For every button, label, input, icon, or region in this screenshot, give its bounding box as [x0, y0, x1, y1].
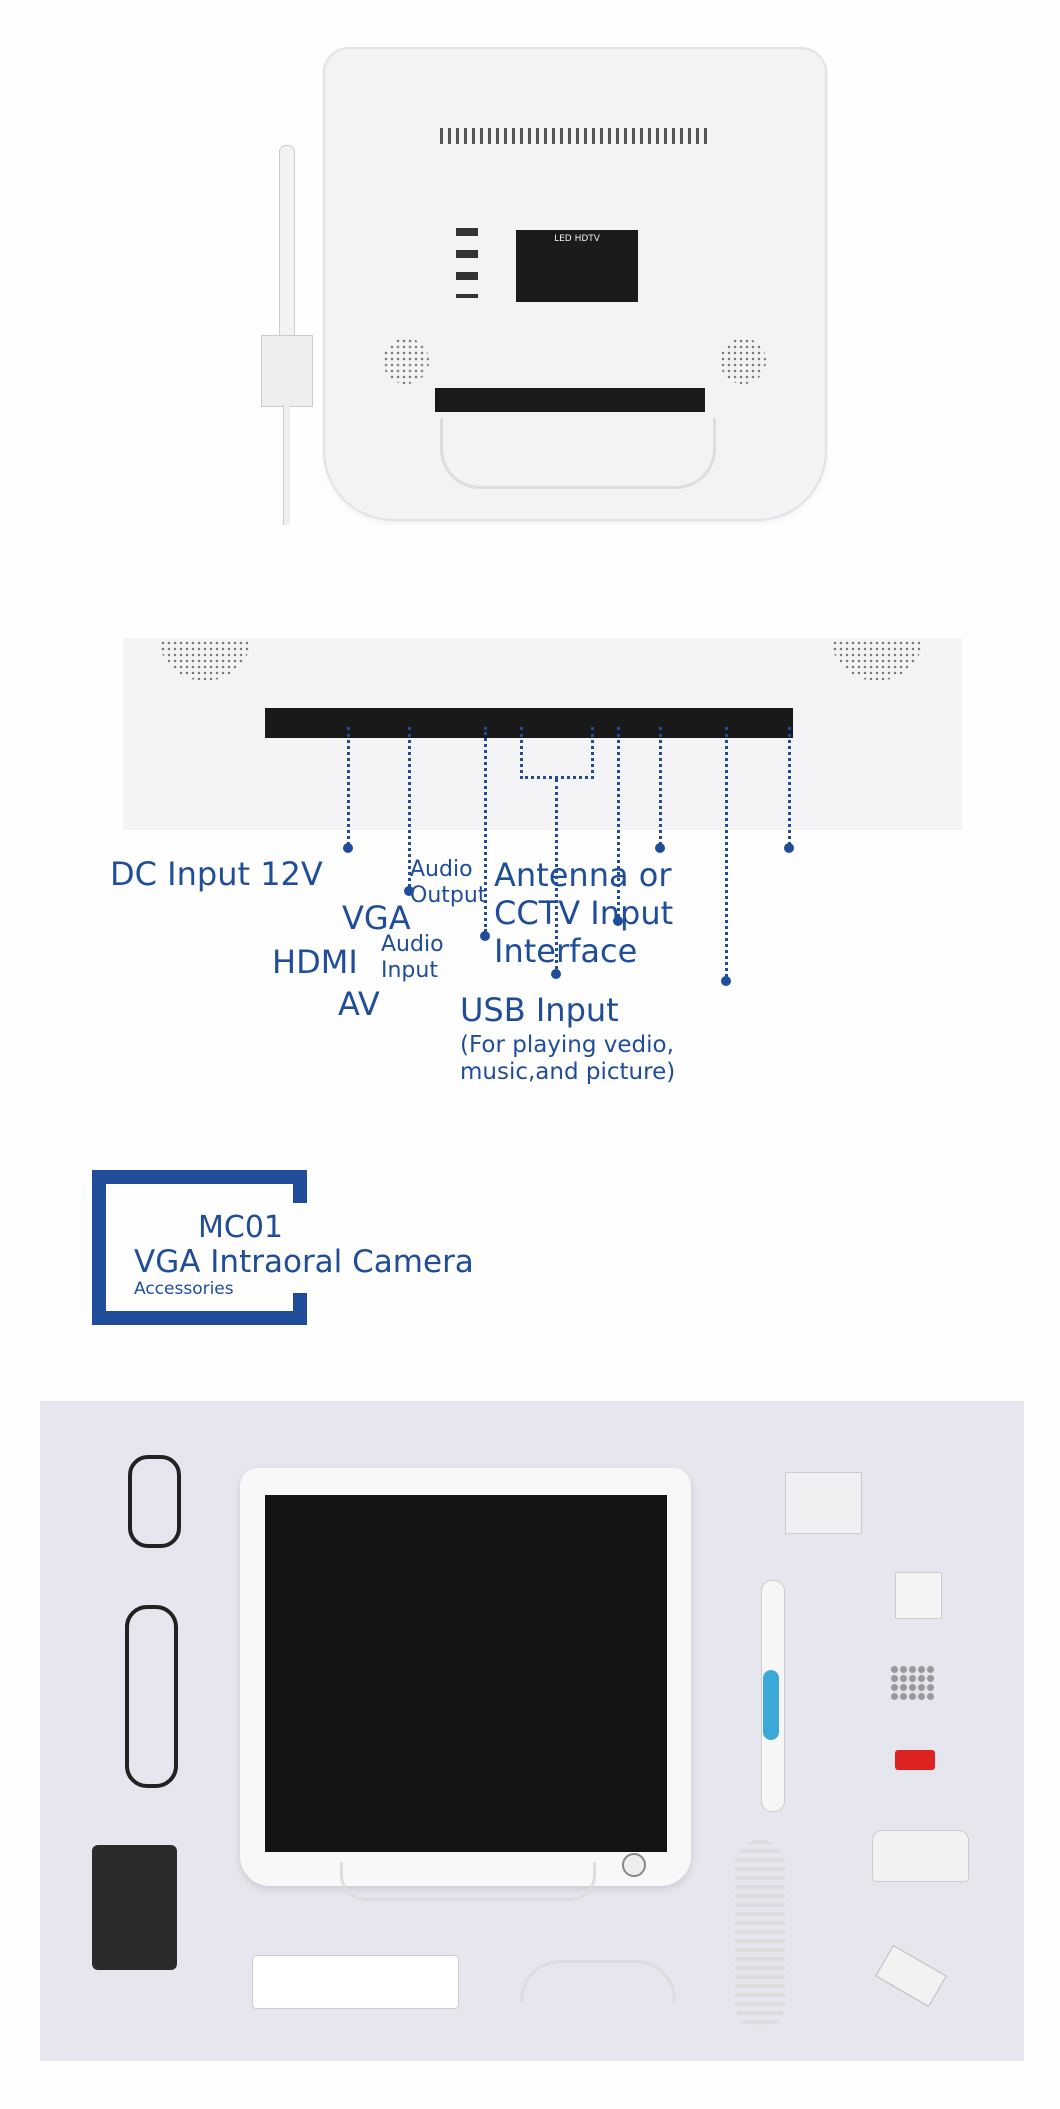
vga-leader — [408, 727, 411, 887]
antenna-leader — [788, 727, 791, 845]
audio-input-dot — [613, 916, 623, 926]
audio-output-dot — [655, 843, 665, 853]
label-line: CCTV Input — [494, 894, 674, 932]
label-line: Antenna or — [494, 856, 672, 894]
dc-dot — [343, 843, 353, 853]
product-subtitle: Accessories — [134, 1279, 234, 1299]
hdmi-leader — [484, 727, 487, 932]
protective-sleeves — [785, 1472, 862, 1534]
label-line: Interface — [494, 932, 638, 970]
model-name: MC01 — [198, 1210, 284, 1245]
audio-input-leader — [617, 727, 620, 917]
camera-holder — [872, 1830, 969, 1882]
power-cord — [128, 1455, 181, 1548]
monitor-handle — [340, 1862, 596, 1901]
vent-grille — [440, 128, 710, 144]
remote-control — [252, 1955, 459, 2009]
dc-leader — [347, 727, 350, 845]
label-hdmi: HDMI — [272, 943, 358, 981]
heading-frame-gap — [290, 1203, 310, 1293]
label-line: (For playing vedio, — [460, 1032, 674, 1058]
antenna-dot — [784, 843, 794, 853]
usb-ports — [456, 228, 478, 298]
intraoral-camera-mounted — [261, 145, 313, 525]
label-line: Output — [410, 882, 487, 908]
label-dc-input: DC Input 12V — [110, 855, 323, 893]
mounting-bracket — [895, 1572, 942, 1619]
monitor-handle — [440, 418, 716, 489]
power-adapter — [92, 1845, 177, 1970]
usb-drive — [895, 1750, 935, 1770]
label-usb-input: USB Input — [460, 991, 619, 1029]
rating-label: LED HDTV — [516, 230, 638, 302]
port-strip — [265, 708, 793, 738]
sticker-title: LED HDTV — [554, 234, 600, 244]
speaker-left — [383, 338, 429, 384]
label-line: Audio — [381, 932, 444, 957]
label-line: Input — [381, 957, 438, 983]
label-line: Audio — [410, 857, 473, 882]
camera-buttons — [763, 1670, 779, 1740]
usb-dot — [721, 976, 731, 986]
av-dot — [551, 969, 561, 979]
audio-output-leader — [659, 727, 662, 845]
coiled-cable — [735, 1840, 785, 2030]
label-av: AV — [338, 985, 380, 1023]
monitor-screen — [265, 1495, 667, 1852]
av-bracket — [520, 727, 594, 779]
usb-leader — [725, 727, 728, 977]
product-title: VGA Intraoral Camera — [134, 1244, 474, 1280]
label-line: music,and picture) — [460, 1059, 676, 1086]
label-vga: VGA — [342, 899, 411, 937]
av-splitter-cable — [520, 1960, 676, 2003]
vga-dot — [404, 886, 414, 896]
power-cable — [125, 1605, 178, 1788]
hdmi-dot — [480, 931, 490, 941]
power-button — [622, 1853, 646, 1877]
label-usb-note: (For playing vedio,music,and picture) — [460, 1032, 675, 1086]
av-leader — [555, 779, 558, 969]
screws — [890, 1665, 935, 1700]
speaker-right — [720, 338, 766, 384]
port-strip — [435, 388, 705, 412]
